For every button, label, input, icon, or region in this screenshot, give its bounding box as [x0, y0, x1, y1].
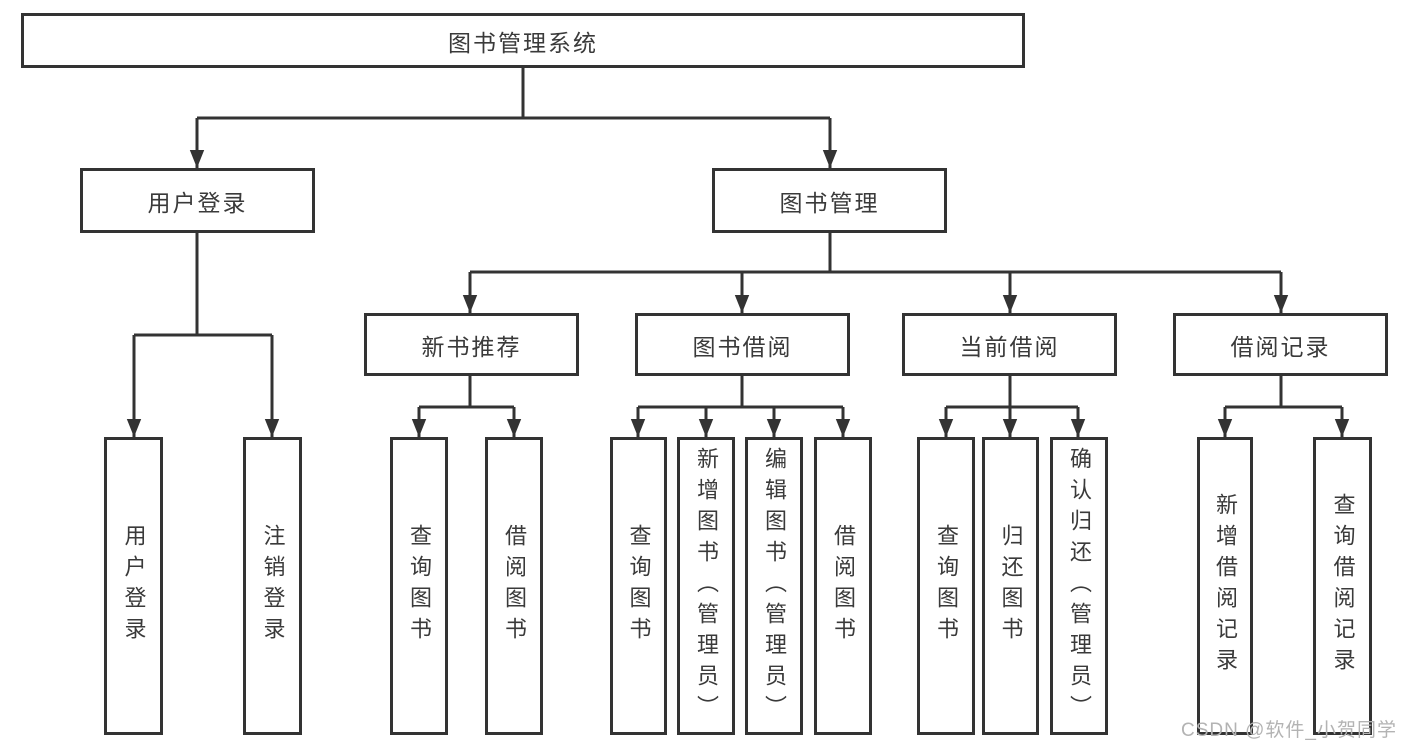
csdn-watermark: CSDN @软件_小贺同学: [1181, 720, 1397, 741]
leaf-label: 新增借阅记录: [1213, 493, 1238, 679]
node-book-borrowing: 图书借阅: [635, 313, 850, 376]
connector-borrowing-records-children: [1217, 376, 1350, 437]
leaf-query-books-recommend: 查询图书: [390, 437, 448, 735]
node-user-login: 用户登录: [80, 168, 315, 233]
leaf-query-books-current: 查询图书: [917, 437, 975, 735]
leaf-label: 确认归还（管理员）: [1067, 446, 1092, 726]
leaf-add-books-admin: 新增图书（管理员）: [677, 437, 735, 735]
node-new-book-recommendation: 新书推荐: [364, 313, 579, 376]
leaf-query-books-borrowing: 查询图书: [610, 437, 667, 735]
node-current-borrowing: 当前借阅: [902, 313, 1117, 376]
leaf-logout: 注销登录: [243, 437, 302, 735]
leaf-borrow-books-borrowing: 借阅图书: [814, 437, 872, 735]
leaf-return-books: 归还图书: [982, 437, 1039, 735]
leaf-label: 归还图书: [998, 524, 1024, 648]
leaf-label: 借阅图书: [831, 524, 856, 648]
leaf-label: 借阅图书: [502, 524, 527, 648]
leaf-label: 注销登录: [260, 524, 286, 648]
leaf-user-login: 用户登录: [104, 437, 163, 735]
leaf-label: 查询借阅记录: [1330, 493, 1356, 679]
connector-book-borrowing-children: [630, 376, 851, 437]
leaf-label: 查询图书: [626, 524, 652, 648]
connector-book-management-children: [462, 233, 1289, 313]
leaf-label: 编辑图书（管理员）: [762, 446, 787, 726]
leaf-label: 查询图书: [934, 524, 959, 648]
node-library-management-system: 图书管理系统: [21, 13, 1025, 68]
connector-new-book-recommendation-children: [411, 376, 522, 437]
leaf-query-borrow-record: 查询借阅记录: [1313, 437, 1372, 735]
leaf-add-borrow-record: 新增借阅记录: [1197, 437, 1253, 735]
connector-user-login-children: [126, 233, 280, 437]
node-book-management: 图书管理: [712, 168, 947, 233]
connector-current-borrowing-children: [938, 376, 1086, 437]
leaf-borrow-books-recommend: 借阅图书: [485, 437, 543, 735]
leaf-label: 用户登录: [121, 524, 147, 648]
leaf-label: 新增图书（管理员）: [694, 446, 719, 726]
connector-root-to-level2: [189, 68, 838, 168]
leaf-confirm-return-admin: 确认归还（管理员）: [1050, 437, 1108, 735]
leaf-label: 查询图书: [407, 524, 432, 648]
node-borrowing-records: 借阅记录: [1173, 313, 1388, 376]
leaf-edit-books-admin: 编辑图书（管理员）: [745, 437, 803, 735]
